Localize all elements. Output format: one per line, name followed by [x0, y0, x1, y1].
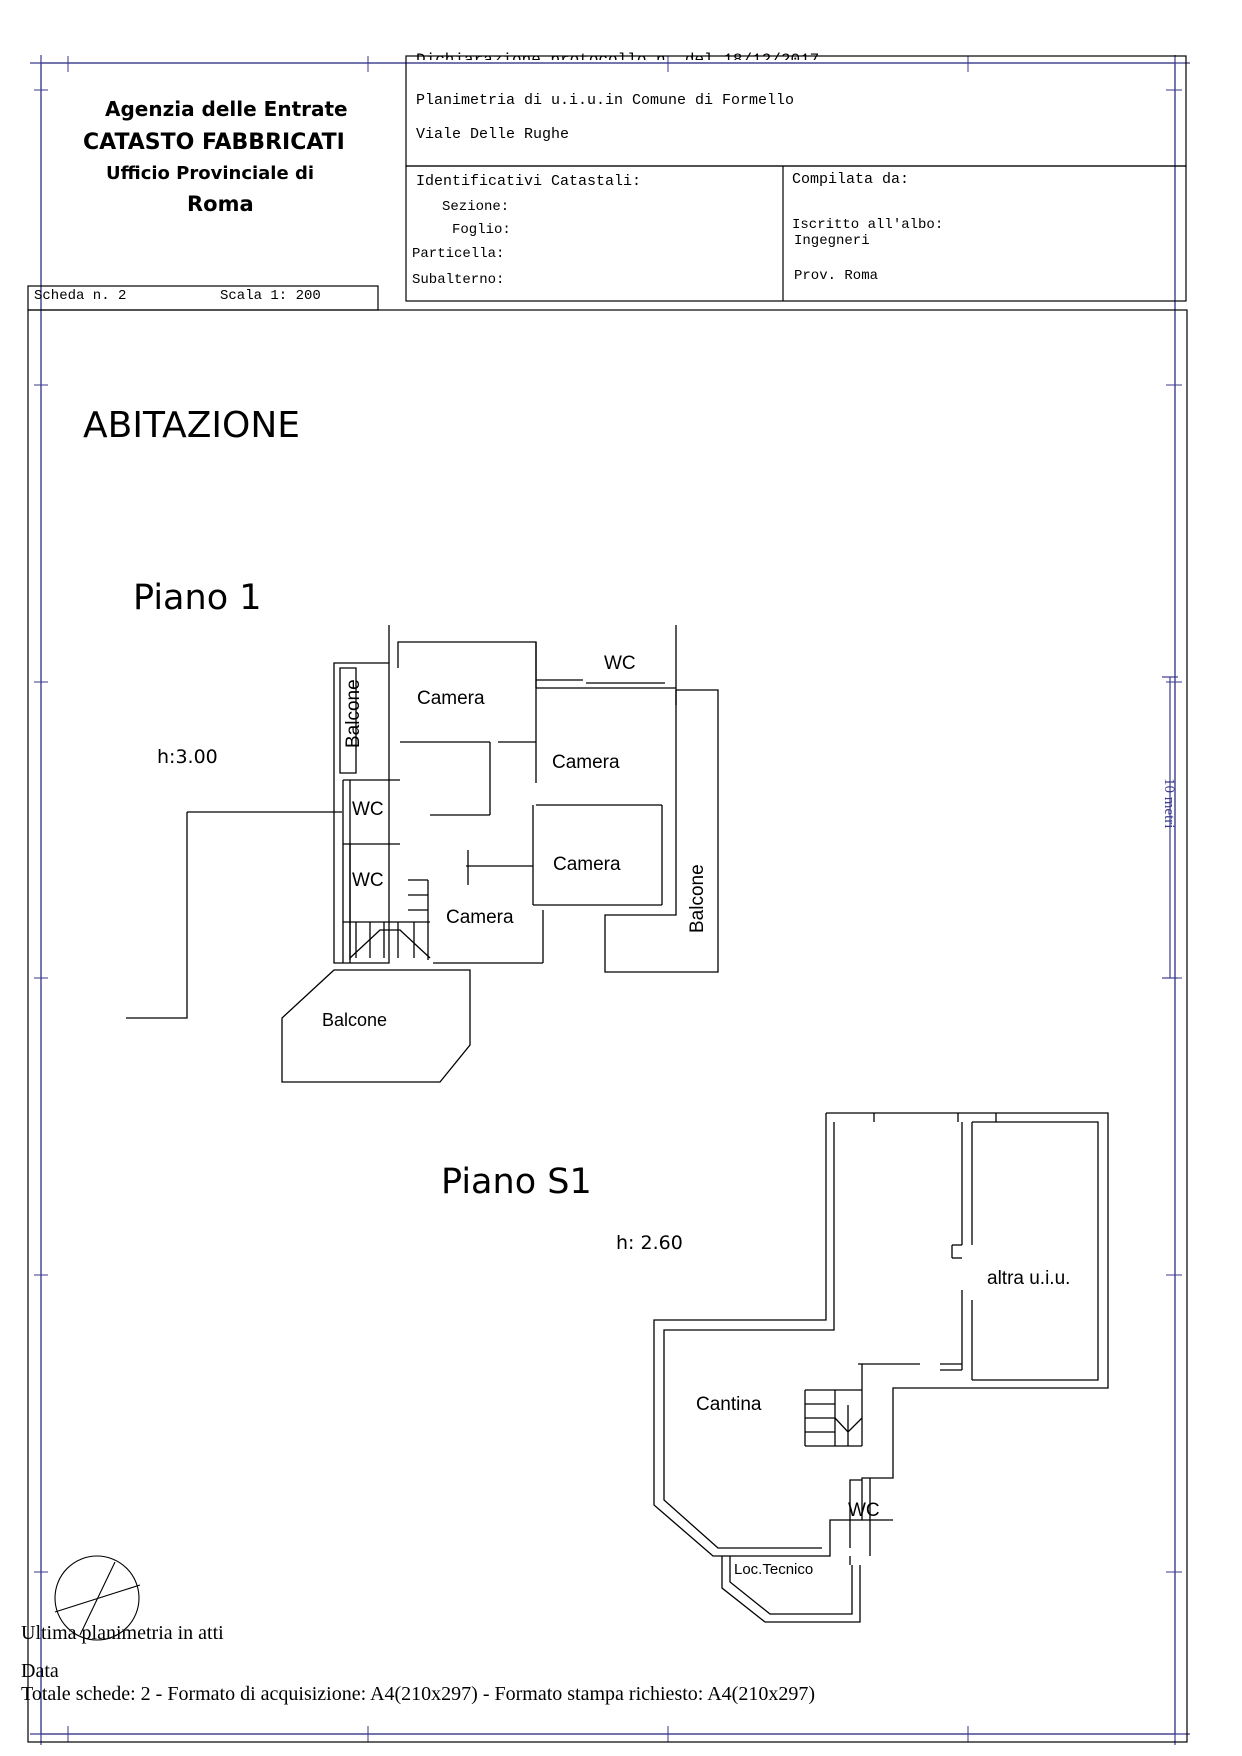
piano-s1-plan: [653, 1112, 1109, 1623]
room-balcone-right: Balcone: [687, 864, 708, 933]
room-wc-s1: WC: [848, 1500, 880, 1521]
sezione-label: Sezione:: [442, 199, 510, 215]
iscritto-label: Iscritto all'albo:: [792, 217, 944, 233]
room-loc-tecnico: Loc.Tecnico: [734, 1561, 814, 1578]
north-arrow: [54, 1555, 141, 1641]
floor-1-height: h:3.00: [157, 746, 218, 768]
totale-schede: Totale schede: 2 - Formato di acquisizio…: [21, 1683, 815, 1705]
floor-1-label: Piano 1: [133, 578, 262, 618]
data-label: Data: [21, 1660, 59, 1682]
ingegneri-label: Ingegneri: [794, 233, 870, 249]
prov-label: Prov. Roma: [794, 268, 879, 284]
floor-s1-height: h: 2.60: [616, 1232, 683, 1254]
ultima-planimetria: Ultima planimetria in atti: [21, 1622, 224, 1644]
address-line: Viale Delle Rughe: [416, 126, 570, 143]
particella-label: Particella:: [412, 246, 505, 262]
agency-name: Agenzia delle Entrate: [105, 97, 348, 121]
foglio-label: Foglio:: [452, 222, 511, 238]
drawing-title: ABITAZIONE: [83, 405, 301, 446]
office-city: Roma: [187, 192, 254, 216]
blue-frame: [30, 55, 1190, 1745]
scale-bar-label: 10 metri: [1161, 778, 1177, 829]
compilata-label: Compilata da:: [792, 171, 910, 188]
room-camera-3: Camera: [553, 854, 621, 875]
room-camera-4: Camera: [446, 907, 514, 928]
subalterno-label: Subalterno:: [412, 272, 505, 288]
room-wc-mid: WC: [352, 799, 384, 820]
frame-ticks: [34, 56, 1182, 1742]
header-boxes: [27, 55, 1188, 1743]
ident-title: Identificativi Catastali:: [416, 173, 642, 190]
room-camera-2: Camera: [552, 752, 620, 773]
room-cantina: Cantina: [696, 1394, 762, 1415]
catasto-title: CATASTO FABBRICATI: [83, 130, 345, 155]
room-balcone-left: Balcone: [343, 679, 364, 748]
room-wc-low: WC: [352, 870, 384, 891]
office-label: Ufficio Provinciale di: [106, 163, 315, 184]
room-balcone-bottom: Balcone: [322, 1010, 388, 1030]
scala-label: Scala 1: 200: [220, 288, 321, 304]
scheda-number: Scheda n. 2: [34, 288, 127, 304]
scale-bar: [1162, 676, 1178, 979]
room-camera-1: Camera: [417, 688, 485, 709]
piano-1-plan: [126, 625, 719, 1083]
planimetria-line: Planimetria di u.i.u.in Comune di Formel…: [416, 92, 795, 109]
floor-s1-label: Piano S1: [441, 1162, 592, 1202]
declaration-partial: Dichiarazione protocollo n. del 18/12/20…: [416, 51, 820, 60]
room-altra-uiu: altra u.i.u.: [987, 1268, 1071, 1289]
room-wc-top: WC: [604, 653, 636, 674]
